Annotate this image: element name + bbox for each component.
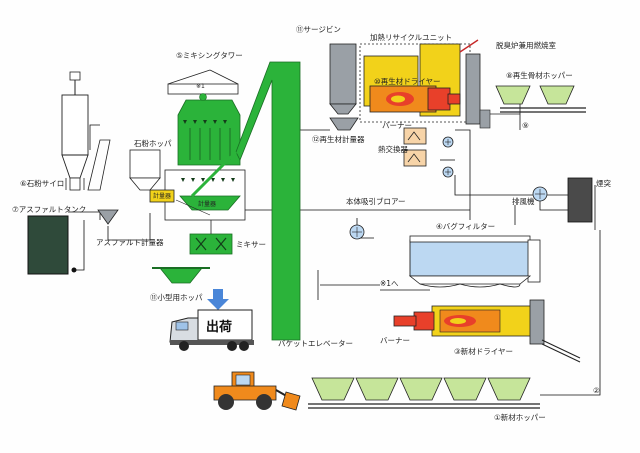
truck	[169, 309, 254, 351]
bucket-elevator	[190, 61, 301, 341]
label-main-fan: 本体吸引ブロアー	[346, 196, 406, 206]
label-bucket-elevator: バケットエレベーター	[278, 339, 353, 348]
bag-filter	[408, 235, 541, 288]
label-asphalt-scale: アスファルト計量器	[96, 237, 164, 247]
label-deodorizer: 脱臭炉兼用燃焼室	[496, 40, 556, 50]
label-heat-recycle-unit: 加熱リサイクルユニット	[370, 32, 452, 42]
label-recycled-scale: ⑫再生材計量器	[312, 134, 365, 144]
label-burner-bottom: バーナー	[380, 336, 410, 345]
label-small-hopper: ⑪小型用ホッパ	[150, 293, 203, 302]
label-recycled-hopper: ⑧再生骨材ホッパー	[506, 70, 573, 80]
label-asphalt-tank: ⑦アスファルトタンク	[12, 205, 86, 214]
label-shipping: 出荷	[206, 319, 232, 335]
label-new-dryer: ③新材ドライヤー	[454, 346, 513, 356]
asphalt-tank	[27, 215, 77, 275]
new-dryer	[393, 299, 581, 363]
label-note1-to: ※1へ	[380, 279, 399, 288]
main-fan	[349, 224, 365, 240]
label-exhaust-fan: 排風機	[512, 196, 535, 206]
shipping-arrow	[207, 289, 229, 310]
label-num2: ②	[593, 386, 600, 395]
label-mixer: ミキサー	[236, 240, 266, 249]
silo-conveyor	[87, 139, 111, 191]
heat-recycle-unit	[359, 39, 481, 178]
label-scale-small: 計量器	[153, 192, 171, 200]
label-new-hopper: ①新材ホッパー	[494, 412, 546, 422]
stone-powder-hopper	[129, 149, 161, 191]
stone-powder-silo	[61, 71, 89, 191]
recycled-scale	[329, 117, 359, 131]
mixing-tower	[149, 69, 246, 284]
label-heat-exchanger: 熱交換器	[378, 144, 408, 154]
label-stone-powder-hopper: 石粉ホッパ	[134, 138, 172, 148]
label-mixing-tower: ⑤ミキシングタワー	[176, 50, 243, 60]
recycled-hopper	[479, 85, 586, 129]
new-hoppers	[308, 377, 540, 409]
label-recycled-dryer: ⑩再生材ドライヤー	[374, 76, 441, 86]
label-chimney: 煙突	[596, 178, 611, 188]
asphalt-scale	[97, 209, 119, 225]
label-burner-top: バーナー	[382, 121, 412, 130]
label-stone-powder-silo: ⑥石粉サイロ	[20, 178, 64, 188]
exhaust-fan	[532, 186, 548, 202]
label-bag-filter: ④バグフィルター	[436, 221, 495, 231]
surge-bin	[329, 43, 357, 115]
label-note1: ※1	[196, 83, 205, 90]
wheel-loader	[213, 371, 301, 411]
chimney	[567, 177, 593, 223]
label-surge-bin: ⑪サージビン	[296, 25, 341, 34]
label-scale-main: 計量器	[198, 200, 216, 208]
label-num9: ⑨	[522, 121, 529, 130]
